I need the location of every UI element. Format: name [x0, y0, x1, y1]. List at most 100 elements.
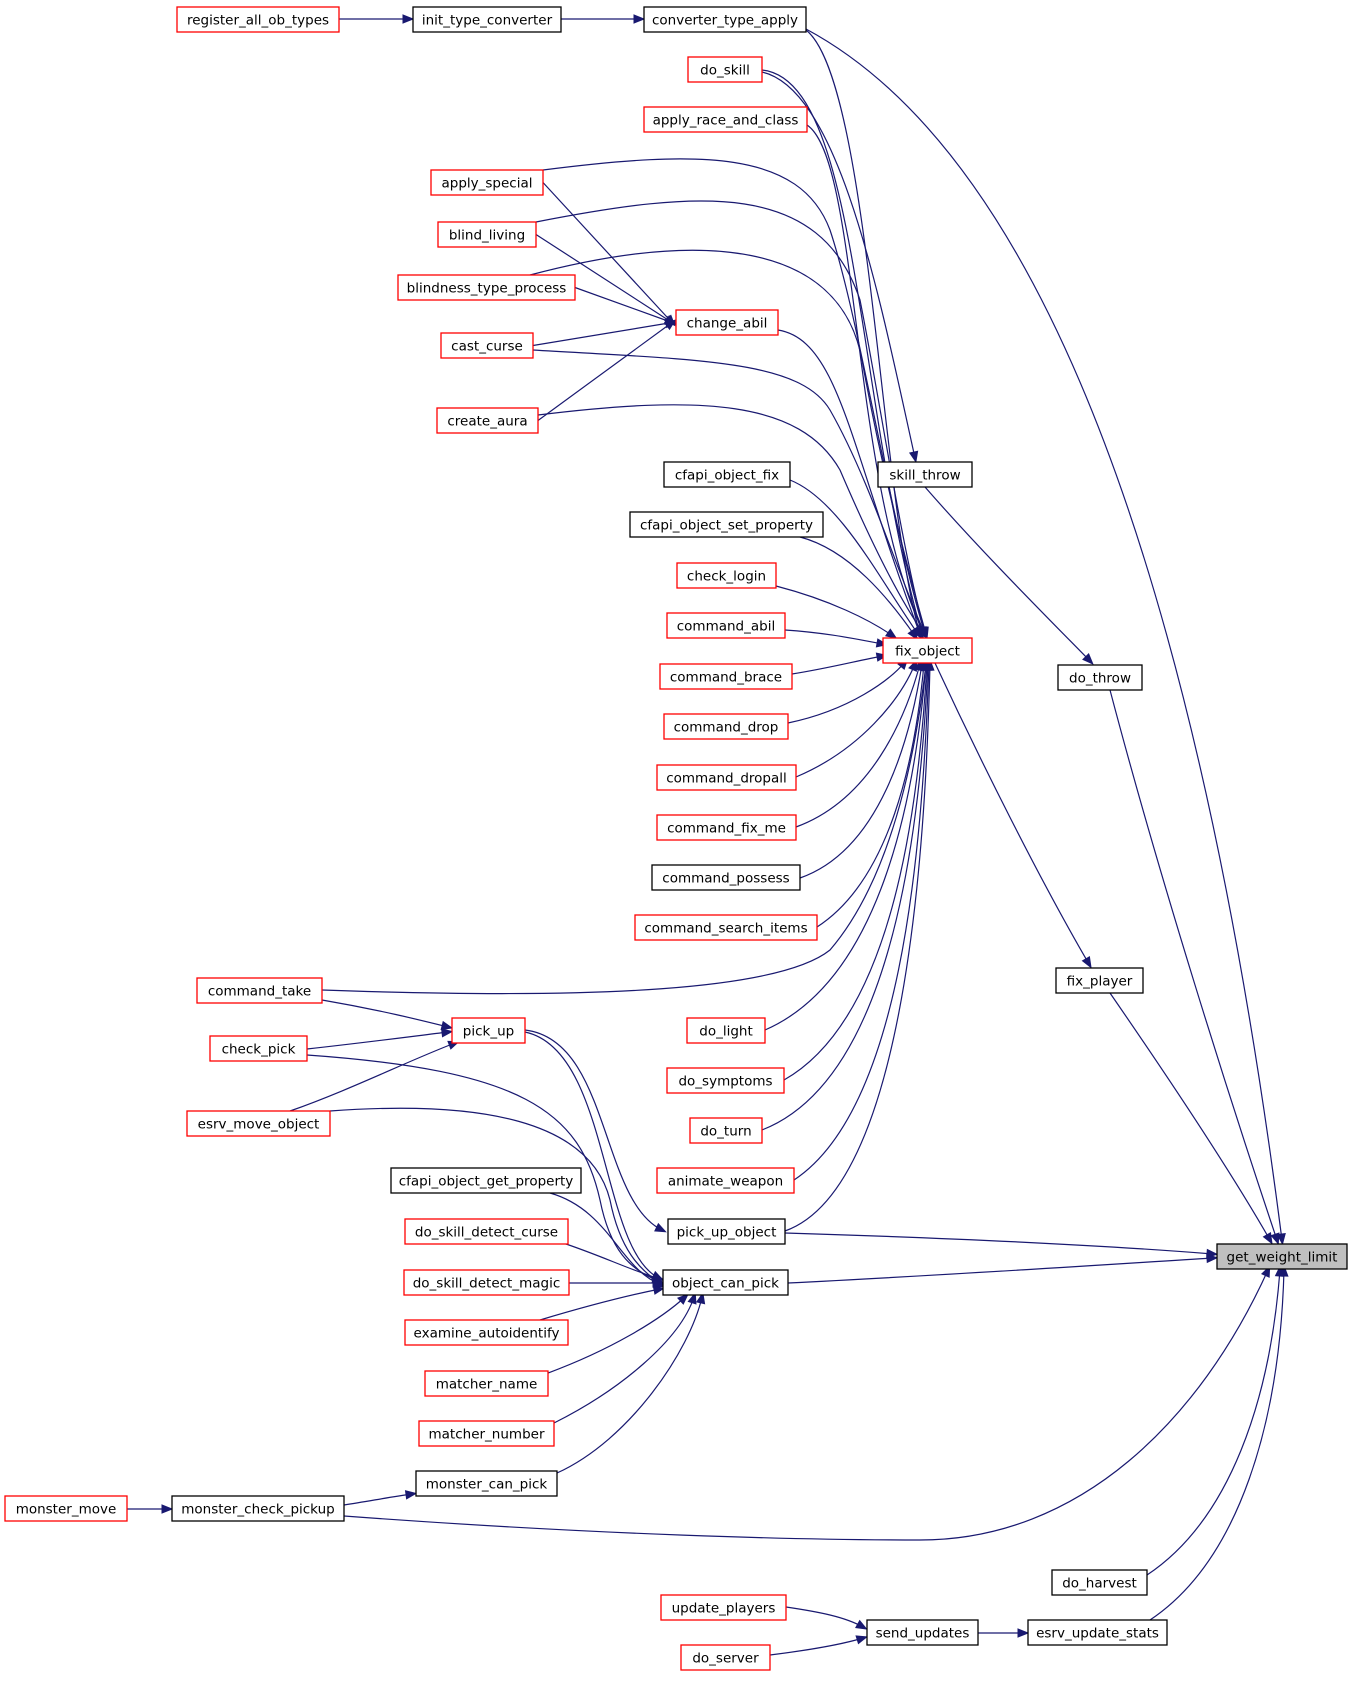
node-box[interactable] — [176, 6, 340, 33]
node-command-brace[interactable]: command_brace — [659, 663, 793, 690]
node-box[interactable] — [656, 764, 797, 791]
node-fix-object[interactable]: fix_object — [882, 637, 973, 664]
node-box[interactable] — [4, 1495, 128, 1522]
node-box[interactable] — [675, 309, 779, 336]
node-command-abil[interactable]: command_abil — [666, 612, 786, 639]
node-init-type-converter[interactable]: init_type_converter — [412, 6, 562, 33]
node-box[interactable] — [440, 332, 534, 359]
node-pick-up[interactable]: pick_up — [451, 1017, 526, 1044]
node-monster-move[interactable]: monster_move — [4, 1495, 128, 1522]
node-apply-special[interactable]: apply_special — [430, 169, 544, 196]
node-box[interactable] — [656, 1167, 795, 1194]
node-apply-race-and-class[interactable]: apply_race_and_class — [643, 106, 808, 133]
node-box[interactable] — [656, 814, 797, 841]
node-box[interactable] — [403, 1269, 570, 1296]
node-command-search-items[interactable]: command_search_items — [634, 914, 818, 941]
node-change-abil[interactable]: change_abil — [675, 309, 779, 336]
node-box[interactable] — [662, 1269, 789, 1296]
node-blind-living[interactable]: blind_living — [437, 221, 537, 248]
node-box[interactable] — [436, 407, 539, 434]
node-box[interactable] — [390, 1167, 582, 1194]
node-get-weight-limit[interactable]: get_weight_limit — [1216, 1243, 1348, 1270]
node-box[interactable] — [1057, 664, 1143, 691]
node-box[interactable] — [171, 1495, 345, 1522]
node-box[interactable] — [689, 1117, 763, 1144]
node-check-pick[interactable]: check_pick — [209, 1035, 308, 1062]
node-box[interactable] — [412, 6, 562, 33]
node-command-dropall[interactable]: command_dropall — [656, 764, 797, 791]
node-do-skill[interactable]: do_skill — [687, 56, 763, 83]
node-box[interactable] — [866, 1619, 979, 1646]
node-cast-curse[interactable]: cast_curse — [440, 332, 534, 359]
node-examine-autoidentify[interactable]: examine_autoidentify — [404, 1319, 569, 1346]
node-do-turn[interactable]: do_turn — [689, 1117, 763, 1144]
node-box[interactable] — [663, 713, 789, 740]
node-box[interactable] — [687, 56, 763, 83]
node-box[interactable] — [634, 914, 818, 941]
node-box[interactable] — [651, 864, 801, 891]
node-box[interactable] — [437, 221, 537, 248]
node-box[interactable] — [397, 274, 576, 301]
node-box[interactable] — [415, 1470, 558, 1497]
node-cfapi-object-get-property[interactable]: cfapi_object_get_property — [390, 1167, 582, 1194]
node-do-harvest[interactable]: do_harvest — [1051, 1569, 1148, 1596]
node-cfapi-object-set-property[interactable]: cfapi_object_set_property — [629, 511, 824, 538]
node-command-take[interactable]: command_take — [196, 977, 323, 1004]
node-box[interactable] — [643, 106, 808, 133]
node-box[interactable] — [404, 1218, 569, 1245]
node-register-all-ob-types[interactable]: register_all_ob_types — [176, 6, 340, 33]
node-converter-type-apply[interactable]: converter_type_apply — [643, 6, 807, 33]
node-do-throw[interactable]: do_throw — [1057, 664, 1143, 691]
node-fix-player[interactable]: fix_player — [1055, 967, 1144, 994]
node-matcher-name[interactable]: matcher_name — [424, 1370, 549, 1397]
node-create-aura[interactable]: create_aura — [436, 407, 539, 434]
node-box[interactable] — [430, 169, 544, 196]
node-esrv-update-stats[interactable]: esrv_update_stats — [1027, 1619, 1168, 1646]
node-cfapi-object-fix[interactable]: cfapi_object_fix — [663, 461, 791, 488]
node-do-server[interactable]: do_server — [680, 1644, 771, 1671]
node-do-light[interactable]: do_light — [686, 1017, 766, 1044]
node-do-symptoms[interactable]: do_symptoms — [666, 1067, 785, 1094]
node-box[interactable] — [1055, 967, 1144, 994]
node-command-fix-me[interactable]: command_fix_me — [656, 814, 797, 841]
node-skill-throw[interactable]: skill_throw — [877, 461, 973, 488]
node-box[interactable] — [424, 1370, 549, 1397]
node-box[interactable] — [629, 511, 824, 538]
node-box[interactable] — [404, 1319, 569, 1346]
node-box[interactable] — [676, 562, 777, 589]
node-box[interactable] — [186, 1110, 331, 1137]
node-box[interactable] — [1216, 1243, 1348, 1270]
node-box[interactable] — [209, 1035, 308, 1062]
node-blindness-type-process[interactable]: blindness_type_process — [397, 274, 576, 301]
node-monster-can-pick[interactable]: monster_can_pick — [415, 1470, 558, 1497]
node-box[interactable] — [660, 1594, 787, 1621]
node-esrv-move-object[interactable]: esrv_move_object — [186, 1110, 331, 1137]
node-do-skill-detect-magic[interactable]: do_skill_detect_magic — [403, 1269, 570, 1296]
node-matcher-number[interactable]: matcher_number — [418, 1420, 555, 1447]
node-box[interactable] — [877, 461, 973, 488]
node-animate-weapon[interactable]: animate_weapon — [656, 1167, 795, 1194]
node-monster-check-pickup[interactable]: monster_check_pickup — [171, 1495, 345, 1522]
node-update-players[interactable]: update_players — [660, 1594, 787, 1621]
node-box[interactable] — [643, 6, 807, 33]
node-box[interactable] — [1027, 1619, 1168, 1646]
node-box[interactable] — [659, 663, 793, 690]
node-box[interactable] — [451, 1017, 526, 1044]
node-send-updates[interactable]: send_updates — [866, 1619, 979, 1646]
node-box[interactable] — [680, 1644, 771, 1671]
node-command-drop[interactable]: command_drop — [663, 713, 789, 740]
node-object-can-pick[interactable]: object_can_pick — [662, 1269, 789, 1296]
node-box[interactable] — [196, 977, 323, 1004]
node-box[interactable] — [663, 461, 791, 488]
node-box[interactable] — [418, 1420, 555, 1447]
node-check-login[interactable]: check_login — [676, 562, 777, 589]
node-box[interactable] — [1051, 1569, 1148, 1596]
node-do-skill-detect-curse[interactable]: do_skill_detect_curse — [404, 1218, 569, 1245]
node-command-possess[interactable]: command_possess — [651, 864, 801, 891]
node-box[interactable] — [686, 1017, 766, 1044]
node-pick-up-object[interactable]: pick_up_object — [667, 1218, 786, 1245]
node-box[interactable] — [666, 612, 786, 639]
node-box[interactable] — [667, 1218, 786, 1245]
node-box[interactable] — [666, 1067, 785, 1094]
node-box[interactable] — [882, 637, 973, 664]
